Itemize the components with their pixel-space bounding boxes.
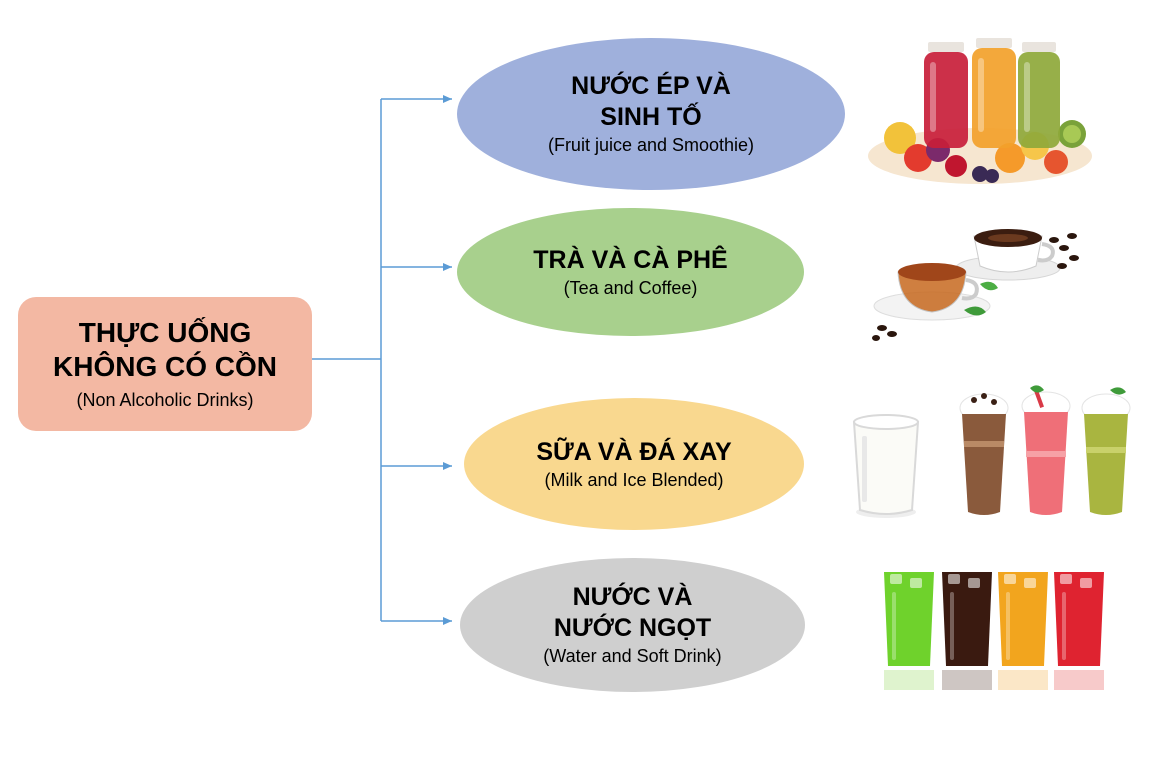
category-title-line2: NƯỚC NGỌT <box>553 614 712 642</box>
blended-drinks-image <box>959 385 1131 515</box>
category-subtitle: (Milk and Ice Blended) <box>544 469 724 490</box>
category-title-line1: TRÀ VÀ CÀ PHÊ <box>533 245 728 274</box>
category-subtitle: (Tea and Coffee) <box>563 277 698 298</box>
tea-coffee-image <box>872 229 1079 341</box>
category-title-line1: NƯỚC ÉP VÀ <box>571 72 731 100</box>
category-subtitle: (Water and Soft Drink) <box>543 646 722 666</box>
root-subtitle: (Non Alcoholic Drinks) <box>76 390 254 410</box>
category-node-milk-ice-blended: SỮA VÀ ĐÁ XAY (Milk and Ice Blended) <box>464 398 804 530</box>
category-node-tea-coffee: TRÀ VÀ CÀ PHÊ (Tea and Coffee) <box>457 208 804 336</box>
category-title-line1: SỮA VÀ ĐÁ XAY <box>536 437 732 466</box>
category-node-water-soft-drink: NƯỚC VÀ NƯỚC NGỌT (Water and Soft Drink) <box>460 558 805 692</box>
root-title-line2: KHÔNG CÓ CỒN <box>53 351 277 382</box>
category-title-line2: SINH TỐ <box>600 103 702 131</box>
category-subtitle: (Fruit juice and Smoothie) <box>547 135 755 155</box>
root-title-line1: THỰC UỐNG <box>78 317 252 348</box>
category-title-line1: NƯỚC VÀ <box>572 583 693 611</box>
category-node-juice: NƯỚC ÉP VÀ SINH TỐ (Fruit juice and Smoo… <box>457 38 845 190</box>
root-node: THỰC UỐNG KHÔNG CÓ CỒN (Non Alcoholic Dr… <box>18 297 312 431</box>
soft-drinks-image <box>876 552 1116 694</box>
juice-bottles-image <box>868 38 1092 184</box>
milk-glass-image <box>852 414 920 518</box>
